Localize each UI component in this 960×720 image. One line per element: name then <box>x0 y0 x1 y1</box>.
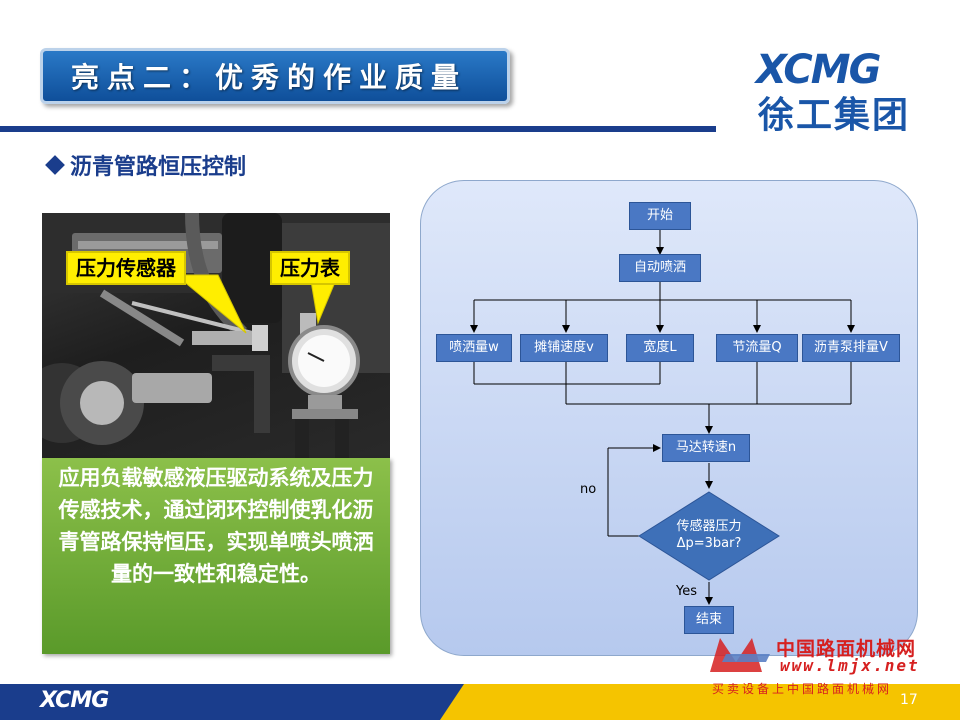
photo-illustration <box>42 213 390 465</box>
flow-motor-speed: 马达转速n <box>662 434 750 462</box>
callout-pressure-sensor: 压力传感器 <box>66 251 186 285</box>
decision-line-2: Δp=3bar? <box>676 536 742 551</box>
title-divider <box>0 126 716 132</box>
footer-logo: XCMG <box>40 688 109 713</box>
flow-param-paving-speed: 摊铺速度v <box>520 334 608 362</box>
equipment-photo: 压力传感器 压力表 <box>42 213 390 465</box>
flow-param-width: 宽度L <box>626 334 694 362</box>
logo-brand: XCMG <box>756 47 881 93</box>
slide-title: 亮点二：优秀的作业质量 <box>71 61 468 94</box>
page-number: 17 <box>900 692 918 708</box>
section-heading-text: 沥青管路恒压控制 <box>70 155 247 180</box>
decision-diamond <box>638 491 780 581</box>
flow-label-no: no <box>580 482 597 497</box>
description-panel: 应用负载敏感液压驱动系统及压力传感技术，通过闭环控制使乳化沥青管路保持恒压，实现… <box>42 458 390 654</box>
decision-line-1: 传感器压力 <box>676 519 742 534</box>
footer-accent <box>440 684 960 720</box>
section-heading: 沥青管路恒压控制 <box>45 148 247 182</box>
flow-label-yes: Yes <box>676 584 697 599</box>
watermark-site-name: 中国路面机械网 <box>776 638 917 660</box>
slide-title-banner: 亮点二：优秀的作业质量 <box>40 48 510 104</box>
flow-start: 开始 <box>629 202 691 230</box>
flow-auto-spray: 自动喷洒 <box>619 254 701 282</box>
watermark-logo-icon <box>710 638 770 672</box>
flow-param-throttle-flow: 节流量Q <box>716 334 798 362</box>
flow-param-pump-displacement: 沥青泵排量V <box>802 334 900 362</box>
watermark-url: www.lmjx.net <box>780 656 920 675</box>
xcmg-logo: XCMG 徐工集团 <box>756 48 936 140</box>
flow-end: 结束 <box>684 606 734 634</box>
logo-chinese: 徐工集团 <box>758 95 911 136</box>
callout-pressure-gauge: 压力表 <box>270 251 350 285</box>
flow-param-spray-volume: 喷洒量w <box>436 334 512 362</box>
flowchart-connectors <box>470 230 855 605</box>
bullet-diamond-icon <box>45 155 65 175</box>
watermark-slogan: 买卖设备上中国路面机械网 <box>712 682 893 696</box>
